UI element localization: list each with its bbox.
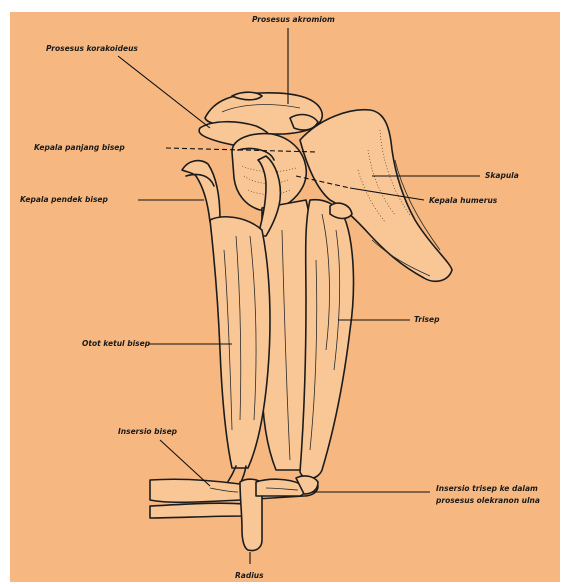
label-prosesus-korakoideus: Prosesus korakoideus: [46, 44, 138, 53]
label-insersio-bisep: Insersio bisep: [118, 427, 178, 436]
label-kepala-pendek-bisep: Kepala pendek bisep: [20, 195, 109, 204]
biceps-drawing: [182, 148, 280, 498]
label-prosesus-akromiom: Prosesus akromiom: [252, 15, 335, 24]
label-skapula: Skapula: [485, 171, 519, 180]
label-trisep: Trisep: [414, 315, 440, 324]
label-kepala-humerus: Kepala humerus: [429, 196, 498, 205]
label-otot-ketul-bisep: Otot ketul bisep: [82, 339, 151, 348]
triceps-drawing: [300, 200, 353, 479]
leader-prosesus-korakoideus: [118, 56, 210, 128]
label-radius: Radius: [235, 571, 264, 580]
label-insersio-trisep-line2: prosesus olekranon ulna: [435, 496, 540, 505]
label-kepala-panjang-bisep: Kepala panjang bisep: [34, 143, 125, 152]
forearm-drawing: [150, 476, 318, 551]
label-insersio-trisep-line1: Insersio trisep ke dalam: [436, 484, 538, 493]
